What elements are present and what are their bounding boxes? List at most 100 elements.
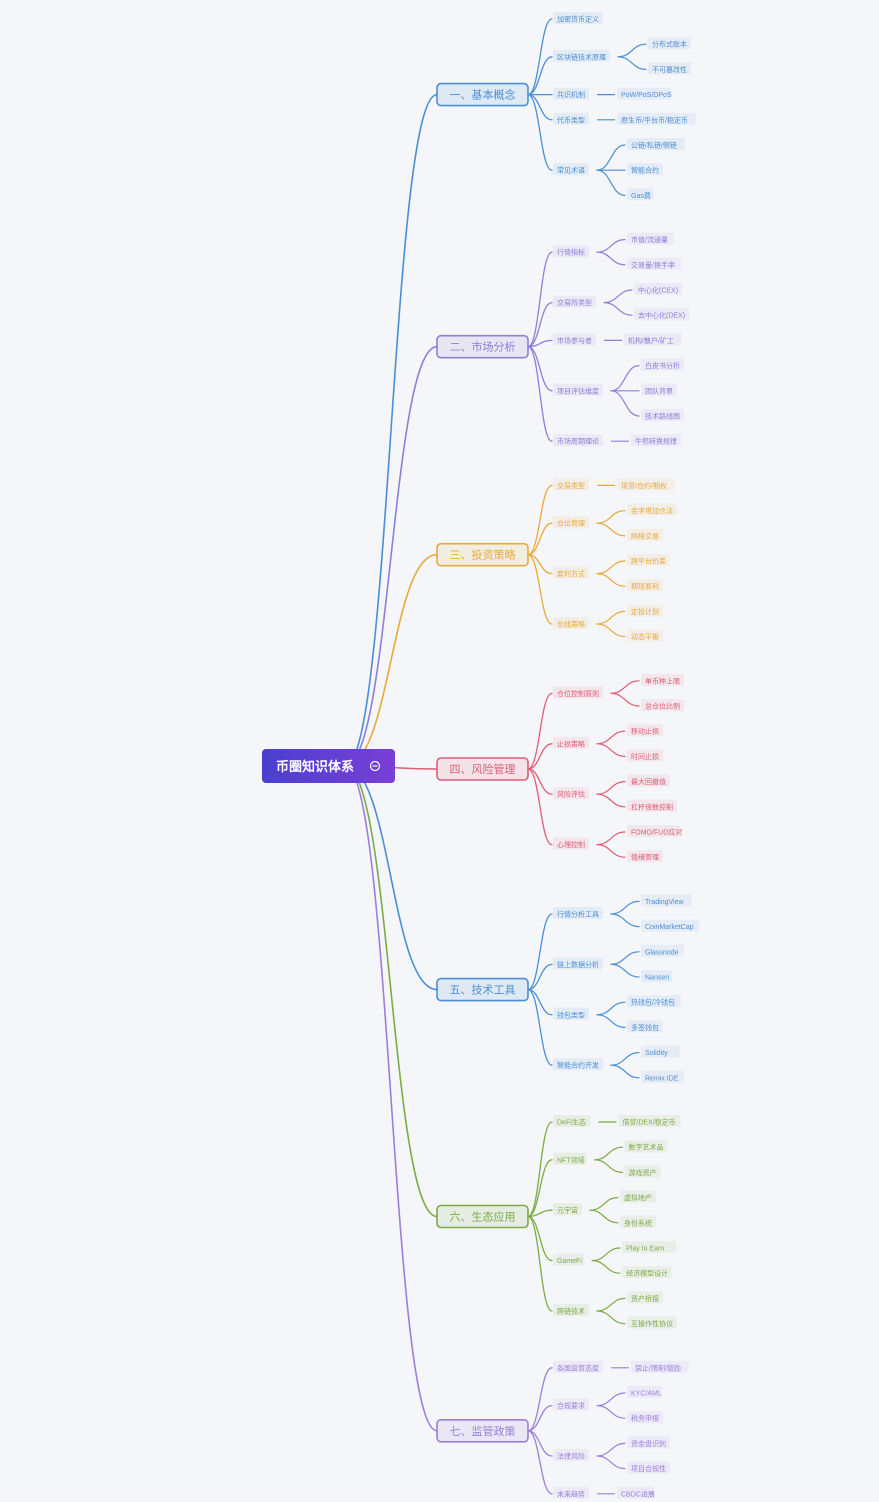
topic-node[interactable]: 元宇宙 [553, 1203, 582, 1216]
leaf-node[interactable]: 情绪管理 [627, 850, 663, 863]
leaf-node[interactable]: 杠杆倍数控制 [627, 799, 677, 812]
leaf-node[interactable]: 技术路线图 [641, 409, 684, 421]
leaf-node[interactable]: 资金盘识别 [627, 1436, 670, 1449]
branch-node[interactable]: 五、技术工具 [436, 977, 529, 1002]
topic-node[interactable]: 止损策略 [553, 736, 589, 749]
leaf-node[interactable]: 智能合约 [627, 163, 663, 176]
topic-link [527, 346, 553, 392]
topic-node[interactable]: 合规要求 [553, 1398, 589, 1411]
topic-node[interactable]: 风险评估 [553, 787, 589, 800]
leaf-node[interactable]: 不可篡改性 [648, 62, 691, 75]
leaf-node[interactable]: 牛熊转换规律 [631, 434, 681, 447]
leaf-node[interactable]: TradingView [641, 894, 692, 907]
leaf-node[interactable]: Nansen [641, 970, 673, 982]
leaf-node[interactable]: 单币种上限 [641, 673, 684, 686]
topic-node[interactable]: GameFi [553, 1253, 585, 1266]
topic-node[interactable]: 交易类型 [553, 478, 589, 491]
topic-node[interactable]: 区块链技术原理 [553, 49, 610, 62]
leaf-node[interactable]: 网格交易 [627, 528, 663, 541]
topic-node[interactable]: 跨链技术 [553, 1304, 589, 1316]
leaf-node[interactable]: 原生币/平台币/稳定币 [617, 112, 696, 125]
leaf-node[interactable]: 虚拟地产 [620, 1190, 656, 1203]
leaf-node[interactable]: 定投计划 [627, 604, 663, 617]
expand-icon[interactable] [369, 760, 381, 772]
root-node[interactable]: 币圈知识体系 [262, 749, 395, 783]
topic-node[interactable]: 交易所类型 [553, 295, 596, 308]
topic-node[interactable]: 常见术语 [553, 163, 589, 176]
leaf-node[interactable]: CoinMarketCap [641, 919, 700, 932]
leaf-node[interactable]: Remix IDE [641, 1070, 684, 1083]
leaf-node[interactable]: Solidity [641, 1045, 680, 1058]
topic-node[interactable]: 仓位控制原则 [553, 686, 603, 699]
topic-label: 仓位控制原则 [557, 689, 599, 698]
leaf-node[interactable]: 交易量/换手率 [627, 257, 681, 270]
topic-node[interactable]: 套利方式 [553, 566, 589, 579]
branch-node[interactable]: 二、市场分析 [436, 334, 529, 359]
leaf-node[interactable]: 热钱包/冷钱包 [627, 995, 681, 1008]
leaf-node[interactable]: Glassnode [641, 944, 684, 957]
leaf-node[interactable]: 税务申报 [627, 1411, 663, 1424]
branch-node[interactable]: 一、基本概念 [436, 82, 529, 107]
topic-node[interactable]: NFT领域 [553, 1152, 587, 1165]
leaf-node[interactable]: 动态平衡 [627, 629, 663, 642]
topic-node[interactable]: 代币类型 [553, 112, 589, 125]
leaf-node[interactable]: Play to Earn [622, 1241, 677, 1253]
topic-node[interactable]: 智能合约开发 [553, 1058, 603, 1071]
leaf-node[interactable]: 经济模型设计 [622, 1266, 673, 1279]
leaf-node[interactable]: 项目合规性 [627, 1461, 670, 1474]
leaf-node[interactable]: 白皮书分析 [641, 358, 684, 371]
branch-node[interactable]: 三、投资策略 [436, 542, 529, 567]
topic-node-bg [553, 1007, 589, 1020]
topic-node[interactable]: 仓位管理 [553, 516, 589, 529]
leaf-node[interactable]: 期现套利 [627, 579, 663, 592]
leaf-node[interactable]: 机构/散户/矿工 [624, 333, 682, 346]
leaf-node[interactable]: 互操作性协议 [627, 1316, 677, 1329]
topic-node[interactable]: 行情指标 [553, 245, 589, 258]
leaf-node[interactable]: 禁止/限制/鼓励 [631, 1360, 689, 1373]
leaf-node[interactable]: 时间止损 [627, 749, 663, 762]
leaf-node[interactable]: KYC/AML [627, 1386, 662, 1398]
topic-node[interactable]: 各国监管态度 [553, 1360, 603, 1373]
leaf-node[interactable]: 游戏资产 [624, 1165, 661, 1178]
topic-node[interactable]: 心理控制 [553, 837, 589, 850]
leaf-node[interactable]: 身份系统 [620, 1215, 656, 1228]
leaf-node[interactable]: 数字艺术品 [624, 1140, 668, 1153]
topic-node[interactable]: 市场参与者 [553, 333, 596, 346]
leaf-node[interactable]: Gas费 [627, 188, 654, 201]
topic-node[interactable]: 钱包类型 [553, 1007, 589, 1020]
leaf-node[interactable]: 多签钱包 [627, 1020, 663, 1033]
branch-node[interactable]: 四、风险管理 [436, 757, 529, 781]
leaf-node[interactable]: 移动止损 [627, 724, 663, 737]
leaf-node[interactable]: 分布式账本 [648, 37, 691, 50]
leaf-node[interactable]: 公链/私链/侧链 [627, 138, 685, 150]
leaf-node[interactable]: 中心化(CEX) [634, 283, 683, 295]
topic-node[interactable]: 法律风险 [553, 1449, 589, 1461]
topic-node[interactable]: 市场周期理论 [553, 434, 603, 447]
topic-node[interactable]: 长线策略 [553, 617, 589, 629]
topic-node[interactable]: 共识机制 [553, 87, 589, 100]
topic-node[interactable]: 项目评估维度 [553, 383, 603, 396]
leaf-node[interactable]: 最大回撤值 [627, 774, 670, 787]
leaf-node[interactable]: 金字塔加仓法 [627, 503, 677, 516]
topic-node-bg [553, 516, 589, 529]
leaf-node[interactable]: 团队背景 [641, 383, 677, 396]
topic-node[interactable]: 加密货币定义 [553, 12, 603, 24]
topic-node[interactable]: DeFi生态 [553, 1115, 591, 1127]
leaf-node[interactable]: 现货/合约/期权 [617, 478, 675, 491]
leaf-node[interactable]: 借贷/DEX/稳定币 [618, 1115, 681, 1127]
topic-label: 常见术语 [557, 166, 585, 175]
leaf-node[interactable]: 总仓位比例 [641, 699, 684, 711]
leaf-node[interactable]: 跨平台价差 [627, 554, 670, 566]
leaf-node[interactable]: CBDC进展 [617, 1486, 655, 1499]
branch-node[interactable]: 六、生态应用 [436, 1204, 529, 1229]
topic-node-bg [553, 837, 589, 850]
branch-node[interactable]: 七、监管政策 [436, 1419, 529, 1443]
leaf-node[interactable]: FOMO/FUD应对 [627, 825, 682, 837]
leaf-node[interactable]: PoW/PoS/DPoS [617, 87, 672, 100]
topic-node[interactable]: 行情分析工具 [553, 907, 603, 919]
topic-node[interactable]: 链上数据分析 [553, 957, 603, 970]
leaf-node[interactable]: 市值/流通量 [627, 232, 674, 245]
leaf-node[interactable]: 资产桥接 [627, 1291, 663, 1304]
leaf-node[interactable]: 去中心化(DEX) [634, 308, 690, 321]
topic-node[interactable]: 未来趋势 [553, 1486, 589, 1499]
